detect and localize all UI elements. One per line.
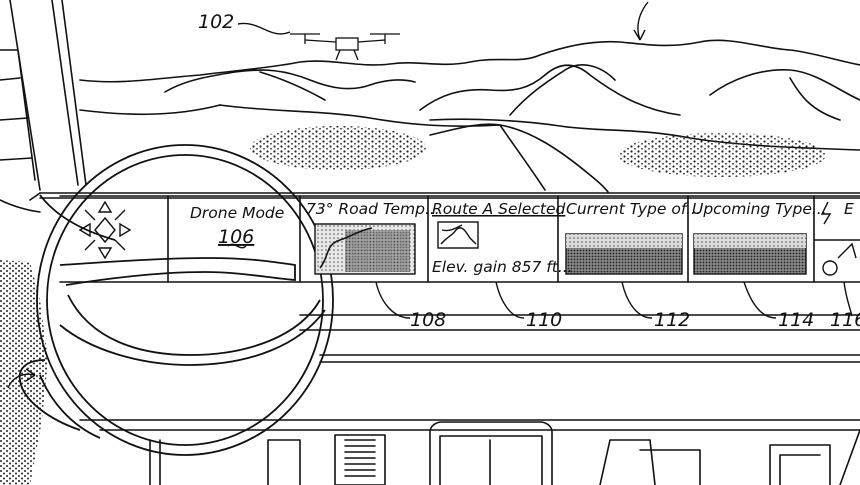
route-map bbox=[437, 221, 479, 249]
leader-112 bbox=[621, 281, 653, 319]
leader-116 bbox=[843, 281, 853, 317]
leader-108 bbox=[375, 281, 411, 319]
road-temp-map bbox=[314, 223, 416, 275]
reference-110: 110 bbox=[526, 309, 562, 331]
arrow-left bbox=[7, 373, 36, 389]
upcoming-terrain-photo bbox=[693, 233, 807, 275]
road-temp-label: 73° Road Temp... bbox=[306, 200, 440, 218]
cut-off-label: E bbox=[844, 200, 854, 218]
drone-icon bbox=[290, 33, 400, 61]
figure-text: 102 Drone Mode 106 73° Road Temp... Rout… bbox=[190, 11, 860, 331]
arrow-top-right bbox=[637, 1, 649, 41]
reference-116: 116 bbox=[830, 309, 860, 331]
route-selected-label: Route A Selected bbox=[432, 200, 566, 218]
dashboard bbox=[0, 192, 860, 431]
warning-triangle-icon bbox=[822, 242, 857, 276]
current-terrain-photo bbox=[565, 233, 683, 275]
instrument-display bbox=[59, 195, 860, 283]
reference-108: 108 bbox=[410, 309, 446, 331]
reference-112: 112 bbox=[654, 309, 690, 331]
leader-110 bbox=[495, 281, 525, 319]
reference-106: 106 bbox=[218, 226, 254, 248]
steering-wheel bbox=[18, 144, 334, 456]
drone-mode-label: Drone Mode bbox=[190, 204, 284, 222]
reference-102: 102 bbox=[198, 11, 234, 33]
leader-lines bbox=[7, 1, 853, 389]
ground-texture-left bbox=[0, 260, 48, 485]
current-type-label: Current Type of... bbox=[566, 200, 701, 218]
a-pillar bbox=[0, 0, 87, 191]
elevation-label: Elev. gain 857 ft... bbox=[432, 258, 573, 276]
vegetation-left bbox=[250, 126, 426, 170]
center-console bbox=[149, 421, 860, 485]
lightning-icon bbox=[820, 201, 832, 225]
mode-icon bbox=[78, 200, 132, 260]
underline-106 bbox=[227, 243, 247, 249]
reference-114: 114 bbox=[778, 309, 814, 331]
vegetation-right bbox=[618, 133, 826, 177]
upcoming-type-label: Upcoming Type... bbox=[692, 200, 827, 218]
leader-114 bbox=[743, 281, 777, 319]
leader-102 bbox=[237, 22, 291, 35]
